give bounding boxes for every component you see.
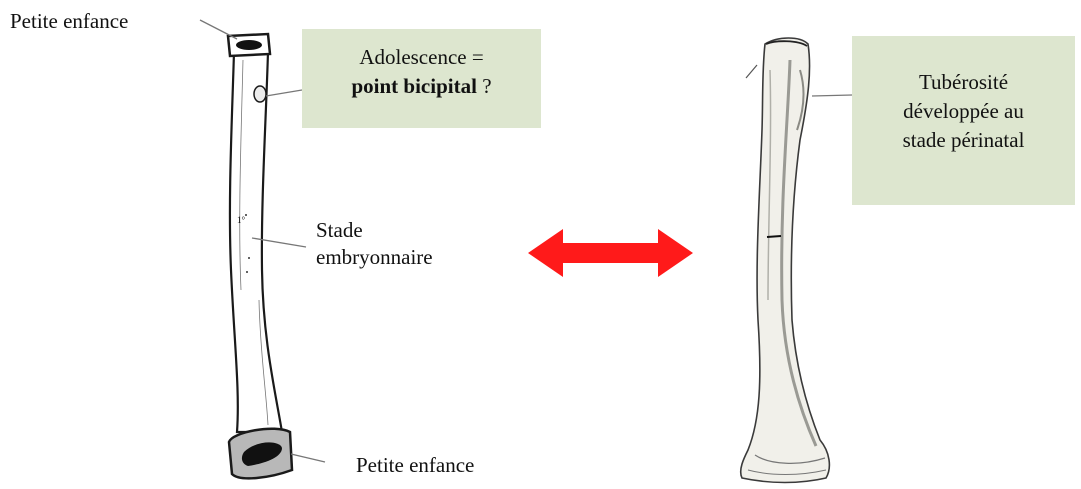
callout-perinatal: Tubérosité développée au stade périnatal bbox=[852, 36, 1075, 205]
bicipital-point bbox=[254, 86, 266, 102]
callout-perinatal-line1: Tubérosité bbox=[852, 68, 1075, 97]
bicipital-point-term: point bicipital bbox=[351, 74, 476, 98]
left-top-ossification bbox=[236, 40, 262, 50]
callout-adolescence-line2: point bicipital ? bbox=[302, 72, 541, 101]
callout-question-mark: ? bbox=[477, 74, 492, 98]
shaft-ossification-mark: 1° bbox=[237, 215, 245, 225]
right-bone-drawing bbox=[741, 38, 852, 483]
right-bone-shaft bbox=[741, 38, 830, 483]
label-embryonic-stage-line2: embryonnaire bbox=[316, 244, 433, 271]
callout-perinatal-line2: développée au bbox=[852, 97, 1075, 126]
callout-adolescence: Adolescence = point bicipital ? bbox=[302, 29, 541, 128]
label-embryonic-stage-line1: Stade bbox=[316, 217, 363, 244]
label-bottom-early-childhood: Petite enfance bbox=[356, 452, 474, 479]
callout-adolescence-line1: Adolescence = bbox=[302, 43, 541, 72]
label-top-early-childhood: Petite enfance bbox=[10, 8, 128, 35]
callout-perinatal-line3: stade périnatal bbox=[852, 126, 1075, 155]
double-arrow bbox=[528, 229, 693, 277]
